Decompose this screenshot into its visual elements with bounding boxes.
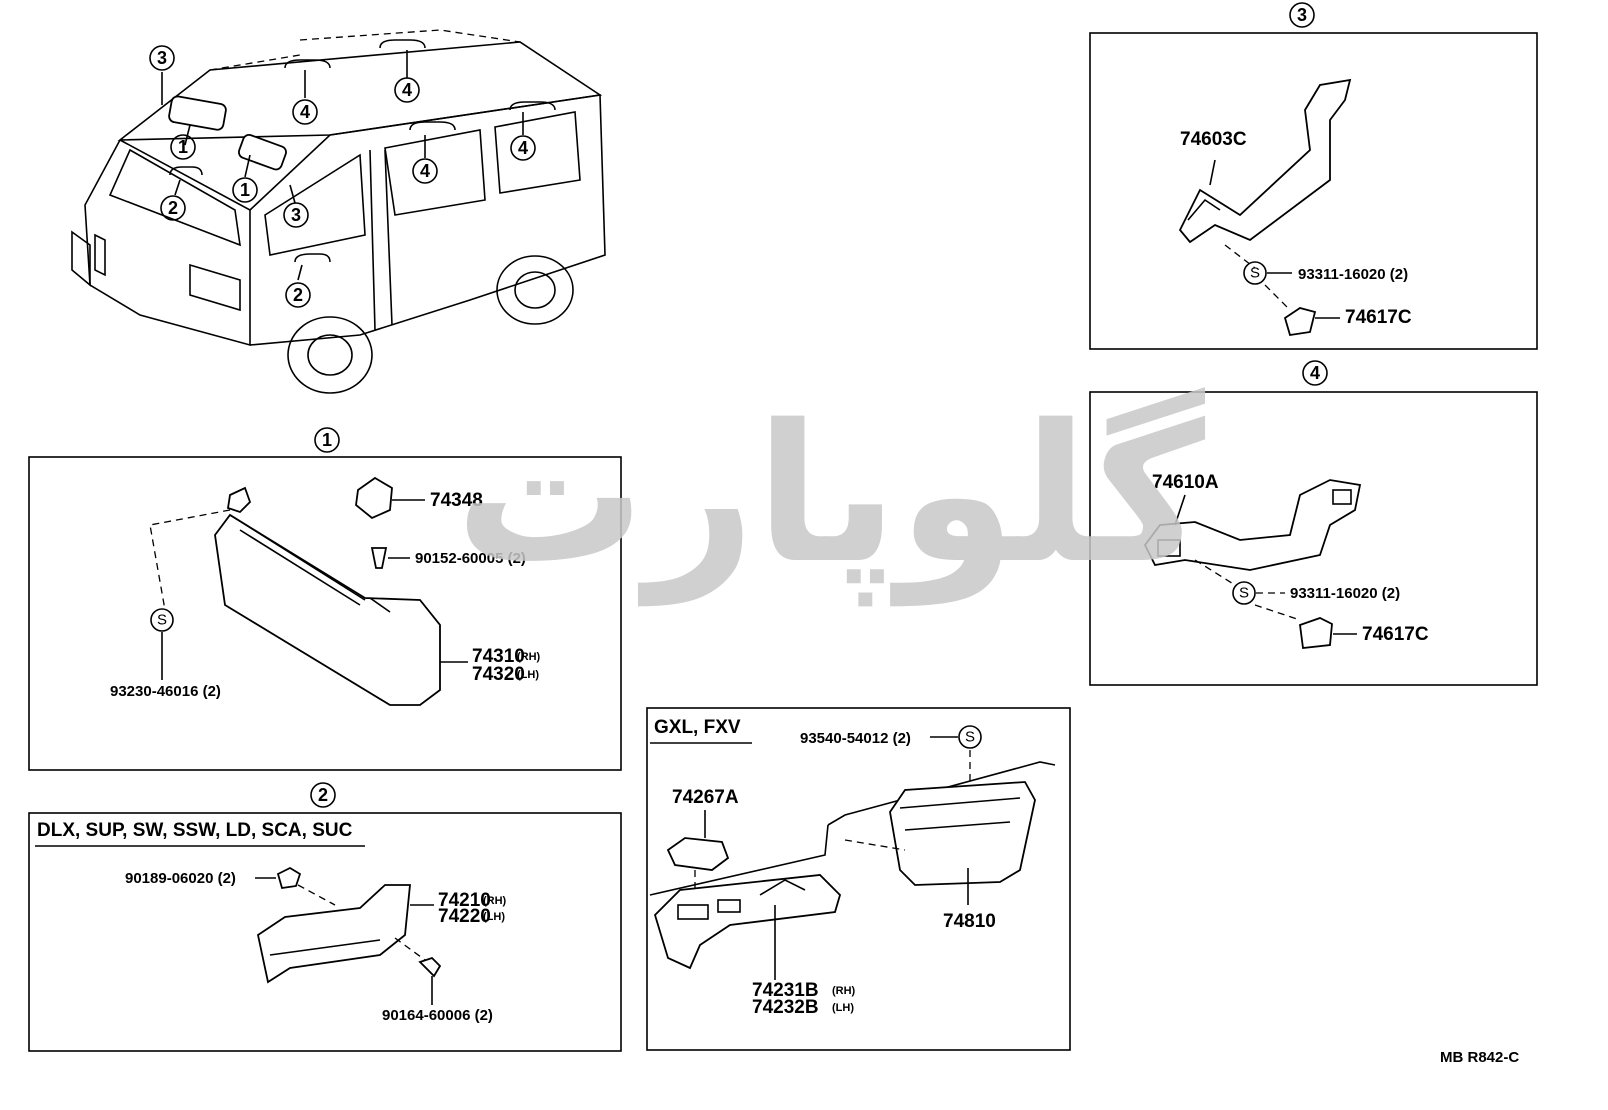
panel-3-callout: 3 — [1289, 2, 1315, 28]
svg-text:گلوپارت: گلوپارت — [455, 384, 1206, 607]
svg-text:(LH): (LH) — [483, 911, 505, 923]
screw-90164 — [418, 956, 442, 978]
cap-74617C — [1283, 307, 1317, 337]
svg-text:(RH): (RH) — [832, 985, 856, 997]
drawing-code: MB R842-C — [1440, 1049, 1519, 1066]
svg-text:4: 4 — [402, 80, 412, 100]
svg-text:93311-16020 (2): 93311-16020 (2) — [1290, 585, 1400, 602]
panel-1-callout: 1 — [314, 427, 340, 453]
svg-text:S: S — [1250, 265, 1260, 282]
svg-text:90189-06020 (2): 90189-06020 (2) — [125, 870, 236, 887]
panel-4-s-mark: S — [1232, 581, 1256, 605]
svg-text:74310: 74310 — [472, 646, 525, 667]
van-callout-1b: 1 — [232, 177, 258, 203]
van-callout-4d: 4 — [510, 135, 536, 161]
svg-text:74220: 74220 — [438, 906, 491, 927]
svg-text:2: 2 — [293, 285, 303, 305]
svg-text:(LH): (LH) — [832, 1002, 854, 1014]
switch-base — [653, 874, 842, 970]
van-callout-3b: 3 — [283, 202, 309, 228]
svg-text:1: 1 — [240, 180, 250, 200]
svg-text:3: 3 — [291, 205, 301, 225]
svg-text:GXL, FXV: GXL, FXV — [654, 717, 741, 738]
van-callout-3a: 3 — [149, 45, 175, 71]
svg-text:74610A: 74610A — [1152, 472, 1219, 493]
panel-4-callout: 4 — [1302, 360, 1328, 386]
svg-text:4: 4 — [518, 138, 528, 158]
clip-90189 — [276, 866, 302, 890]
svg-text:2: 2 — [318, 785, 328, 805]
van-callout-4c: 4 — [412, 158, 438, 184]
panel-5: GXL, FXV 93540-54012 (2) S 74810 74267A … — [646, 707, 1071, 1051]
svg-text:3: 3 — [1297, 5, 1307, 25]
panel-2: 2 DLX, SUP, SW, SSW, LD, SCA, SUC 90189-… — [28, 782, 622, 1052]
cover-74267A — [666, 837, 730, 871]
svg-text:(RH): (RH) — [517, 651, 541, 663]
assist-grip-74610A — [1143, 479, 1362, 571]
svg-text:(LH): (LH) — [517, 669, 539, 681]
svg-text:74267A: 74267A — [672, 787, 739, 808]
svg-text:90164-60006 (2): 90164-60006 (2) — [382, 1007, 493, 1024]
panel-3-s-mark: S — [1243, 261, 1267, 285]
svg-text:74210: 74210 — [438, 890, 491, 911]
svg-text:74810: 74810 — [943, 911, 996, 932]
van-callout-1a: 1 — [170, 134, 196, 160]
panel-2-callout: 2 — [310, 782, 336, 808]
visor-holder-74348 — [355, 476, 393, 520]
svg-text:74348: 74348 — [430, 490, 483, 511]
cap-74617C — [1299, 617, 1333, 649]
svg-text:74320: 74320 — [472, 664, 525, 685]
panel-3: 3 74603C S 93311-16020 (2) 74617C — [1089, 2, 1538, 350]
svg-text:93311-16020 (2): 93311-16020 (2) — [1298, 266, 1408, 283]
svg-text:93540-54012 (2): 93540-54012 (2) — [800, 730, 911, 747]
svg-text:S: S — [965, 729, 975, 746]
sun-visor — [214, 513, 441, 706]
van-callout-2b: 2 — [285, 282, 311, 308]
svg-text:1: 1 — [322, 430, 332, 450]
panel-4: 4 74610A S 93311-16020 (2) 74617C — [1089, 360, 1538, 686]
svg-text:4: 4 — [420, 161, 430, 181]
panel-5-s-mark: S — [958, 725, 982, 749]
svg-text:DLX, SUP, SW, SSW, LD, SCA, SU: DLX, SUP, SW, SSW, LD, SCA, SUC — [37, 820, 353, 841]
storage-pocket-74810 — [889, 781, 1036, 886]
svg-text:90152-60005 (2): 90152-60005 (2) — [415, 550, 526, 567]
svg-text:74617C: 74617C — [1345, 307, 1412, 328]
armrest — [256, 884, 411, 984]
watermark: گلوپارت — [455, 384, 1206, 607]
van-illustration — [71, 29, 606, 394]
svg-text:S: S — [1239, 585, 1249, 602]
svg-text:3: 3 — [157, 48, 167, 68]
svg-text:4: 4 — [300, 102, 310, 122]
svg-text:74232B: 74232B — [752, 997, 819, 1018]
svg-text:4: 4 — [1310, 363, 1320, 383]
svg-text:93230-46016 (2): 93230-46016 (2) — [110, 683, 221, 700]
svg-text:S: S — [157, 612, 167, 629]
van-callout-4a: 4 — [292, 99, 318, 125]
svg-text:74617C: 74617C — [1362, 624, 1429, 645]
panel-1: 1 S 93230-46016 (2) 74348 90152-60005 (2… — [28, 427, 622, 771]
svg-text:(RH): (RH) — [483, 895, 507, 907]
svg-text:74603C: 74603C — [1180, 129, 1247, 150]
svg-text:2: 2 — [168, 198, 178, 218]
svg-text:1: 1 — [178, 137, 188, 157]
van-callout-4b: 4 — [394, 77, 420, 103]
assist-grip-74603C — [1178, 78, 1352, 244]
panel-1-s-mark: S — [150, 608, 174, 632]
svg-text:74231B: 74231B — [752, 980, 819, 1001]
van-callout-2a: 2 — [160, 195, 186, 221]
